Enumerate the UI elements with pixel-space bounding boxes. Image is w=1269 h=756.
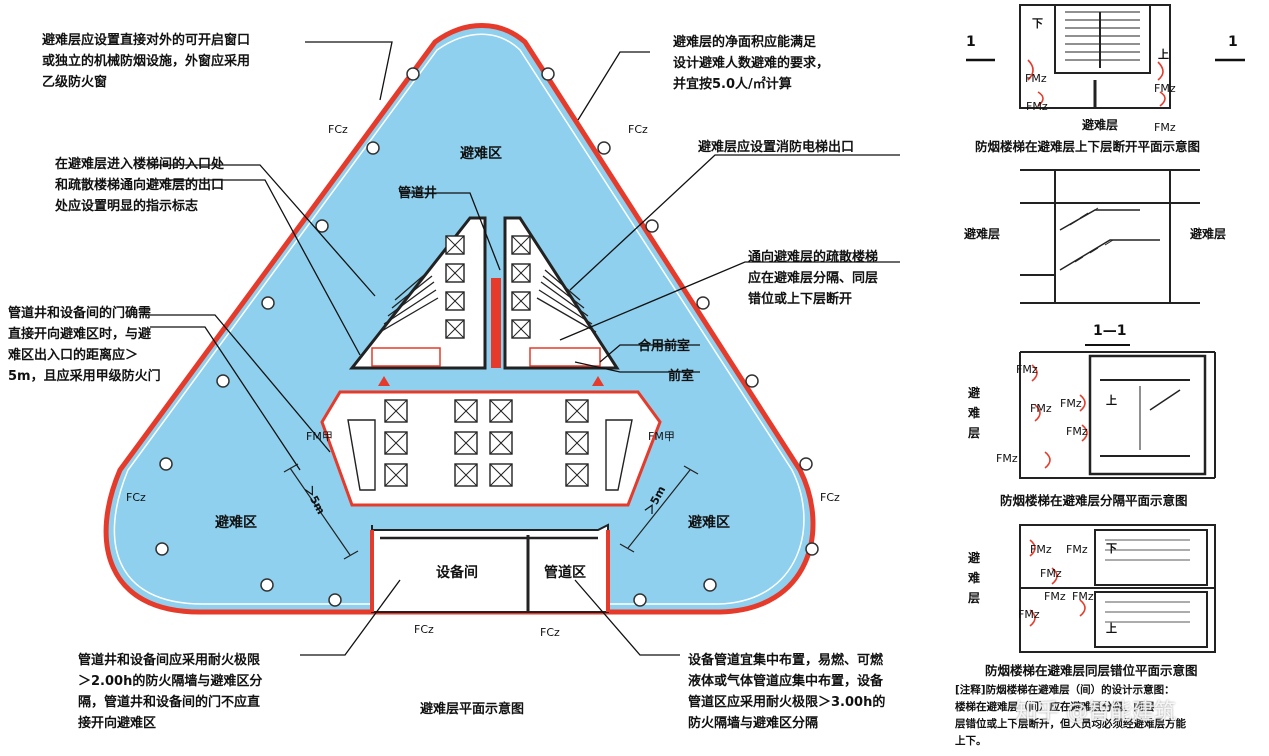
door-fmz: FMz [1072, 590, 1094, 603]
note-net-area: 避难层的净面积应能满足设计避难人数避难的要求，并宜按5.0人/㎡计算 [673, 35, 830, 92]
door-code-fcz: FCz [414, 623, 434, 636]
dimension-lines [283, 463, 699, 560]
watermark: 知乎 @智能建筑 [1015, 700, 1176, 725]
door-code-fcz: FCz [540, 626, 560, 639]
door-code-fcz: FCz [820, 491, 840, 504]
door-fmz: FMz [1030, 543, 1052, 556]
note-fire-elevator: 避难层应设置消防电梯出口 [698, 140, 855, 155]
section-mark-left: 1 [966, 34, 976, 50]
door-fmz: FMz [996, 452, 1018, 465]
detail-offset-plan [1019, 524, 1216, 653]
door-fmz: FMz [1154, 121, 1176, 134]
door-code-fmj: FM甲 [648, 430, 675, 443]
door-fmz: FMz [1018, 608, 1040, 621]
note-door: 管道井和设备间的门确需直接开向避难区时，与避难区出入口的距离应＞5m，且应采用甲… [8, 306, 161, 384]
label-lobby: 前室 [668, 369, 695, 384]
stair-up: 上 [1158, 48, 1169, 61]
label-equipment-room: 设备间 [436, 565, 478, 581]
label-refuge-right: 避难区 [688, 515, 730, 531]
stair-down: 下 [1032, 17, 1043, 30]
door-code-fcz: FCz [126, 491, 146, 504]
note-windows: 避难层应设置直接对外的可开启窗口或独立的机械防烟设施，外窗应采用乙级防火窗 [42, 33, 251, 90]
door-fmz: FMz [1016, 363, 1038, 376]
door-fmz: FMz [1030, 402, 1052, 415]
stair-up: 上 [1106, 622, 1117, 635]
pipe-shaft-wall [491, 278, 501, 368]
door-fmz: FMz [1044, 590, 1066, 603]
caption-1: 防烟楼梯在避难层上下层断开平面示意图 [975, 139, 1201, 154]
label-refuge-top: 避难区 [460, 146, 502, 162]
door-fmz: FMz [1066, 543, 1088, 556]
caption-2: 防烟楼梯在避难层分隔平面示意图 [1000, 493, 1188, 508]
label-refuge-floor: 避难层 [1082, 118, 1119, 132]
label-refuge-left: 避难区 [215, 515, 257, 531]
leader-lines [150, 41, 900, 656]
note-partition: 管道井和设备间应采用耐火极限＞2.00h的防火隔墙与避难区分隔，管道井和设备间的… [78, 653, 263, 731]
note-pipe-zone: 设备管道宜集中布置，易燃、可燃液体或气体管道应集中布置，设备管道区应采用耐火极限… [688, 653, 886, 731]
door-code-fcz: FCz [628, 123, 648, 136]
core-right [503, 216, 620, 370]
label-shared-lobby: 合用前室 [638, 339, 691, 354]
detail-upper-plan [1019, 4, 1171, 109]
caption-3: 防烟楼梯在避难层同层错位平面示意图 [985, 663, 1198, 678]
plan-caption: 避难层平面示意图 [420, 702, 525, 717]
note-signage: 在避难层进入楼梯间的入口处和疏散楼梯通向避难层的出口处应设置明显的指示标志 [55, 157, 225, 214]
label-pipe-zone: 管道区 [544, 565, 586, 581]
section-mark-right: 1 [1228, 34, 1238, 50]
door-fmz: FMz [1026, 100, 1048, 113]
label-refuge-floor: 避难层 [1190, 227, 1227, 241]
door-fmz: FMz [1066, 425, 1088, 438]
section-title: 1—1 [1093, 323, 1127, 339]
core-left [348, 216, 487, 370]
core-lower [320, 390, 662, 507]
label-refuge-vertical: 避难层 [968, 386, 981, 440]
note-stair: 通向避难层的疏散楼梯应在避难层分隔、同层错位或上下层断开 [748, 250, 879, 307]
door-code-fmj: FM甲 [306, 430, 333, 443]
detail-partition-plan [1019, 351, 1216, 479]
door-fmz: FMz [1154, 82, 1176, 95]
door-fmz: FMz [1040, 567, 1062, 580]
stair-down: 下 [1106, 542, 1117, 555]
footnote: [注释]防烟楼梯在避难层（间）的设计示意图：楼梯在避难层（间）应在避难层分隔、同… [955, 684, 1186, 747]
door-fmz: FMz [1025, 72, 1047, 85]
door-fmz: FMz [1060, 397, 1082, 410]
label-refuge-floor: 避难层 [964, 227, 1001, 241]
label-pipe-shaft: 管道井 [398, 186, 438, 201]
stair-up: 上 [1106, 394, 1117, 407]
label-refuge-vertical: 避难层 [968, 551, 981, 605]
detail-section [1020, 169, 1200, 304]
service-rooms [370, 523, 610, 613]
door-code-fcz: FCz [328, 123, 348, 136]
